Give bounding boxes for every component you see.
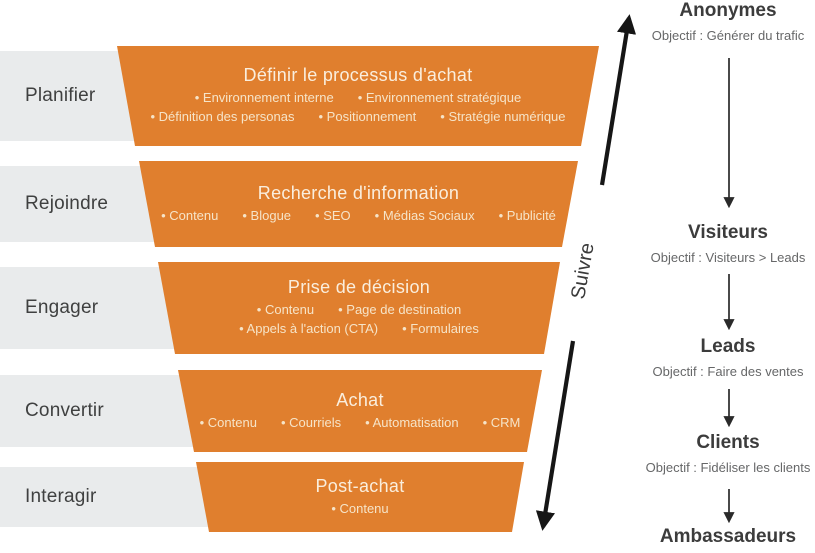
- bullet-item: • Contenu: [331, 500, 389, 516]
- bullet-item: • Environnement interne: [194, 90, 334, 106]
- bullet-item: • Médias Sociaux: [374, 207, 475, 223]
- funnel-step-bullets: • Contenu • Page de destination • Appels à…: [227, 301, 491, 339]
- suivre-label: Suivre: [566, 241, 599, 301]
- journey-stage-visiteurs: Visiteurs Objectif : Visiteurs > Leads: [637, 222, 815, 265]
- stage-label: Planifier: [25, 85, 96, 106]
- bullet-item: • Courriels: [280, 414, 342, 430]
- funnel-step-title: Achat: [336, 389, 384, 410]
- stage-label: Engager: [25, 297, 99, 318]
- funnel-step-bullets: • Contenu: [319, 500, 400, 519]
- stage-label: Interagir: [25, 486, 97, 507]
- bullet-line: • Définition des personas • Positionnemen…: [138, 108, 577, 127]
- journey-stage-name: Anonymes: [679, 0, 777, 21]
- funnel-step-bullets: • Environnement interne • Environnement s…: [138, 89, 577, 127]
- journey-stage-clients: Clients Objectif : Fidéliser les clients: [637, 432, 815, 475]
- bullet-item: • Page de destination: [338, 302, 462, 318]
- funnel-step-title: Post-achat: [315, 475, 405, 496]
- bullet-item: • Appels à l'action (CTA): [239, 321, 379, 336]
- funnel-step-achat: Achat • Contenu • Courriels • Automatisati…: [178, 370, 542, 452]
- bullet-line: • Contenu • Page de destination: [227, 301, 491, 320]
- bullet-item: • CRM: [482, 414, 521, 430]
- journey-stage-name: Visiteurs: [688, 222, 768, 243]
- funnel-step-title: Définir le processus d'achat: [243, 65, 473, 86]
- bullet-line: • Contenu • Blogue • SEO • Médias Sociaux • …: [149, 207, 568, 226]
- bullet-item: • Contenu: [161, 207, 219, 223]
- funnel-step-bullets: • Contenu • Courriels • Automatisation • CR…: [188, 414, 533, 433]
- funnel-step-content: Post-achat • Contenu: [202, 462, 518, 532]
- journey-stage-objective: Objectif : Faire des ventes: [652, 364, 804, 379]
- funnel-step-content: Achat • Contenu • Courriels • Automatisati…: [186, 370, 534, 452]
- journey-stage-name: Leads: [700, 336, 756, 357]
- journey-stage-name: Ambassadeurs: [659, 526, 797, 547]
- bullet-item: • Environnement stratégique: [357, 90, 522, 106]
- journey-stage-anonymes: Anonymes Objectif : Générer du trafic: [637, 0, 815, 43]
- bullet-item: • Formulaires: [402, 321, 479, 336]
- journey-stage-objective: Objectif : Visiteurs > Leads: [650, 250, 806, 265]
- journey-stage-name: Clients: [696, 432, 760, 453]
- suivre-arrow-down-icon: [535, 340, 576, 531]
- stage-label: Convertir: [25, 400, 104, 421]
- bullet-item: • Automatisation: [365, 414, 459, 430]
- funnel-step-prise-decision: Prise de décision • Contenu • Page de des…: [158, 262, 560, 354]
- funnel-step-title: Recherche d'information: [257, 182, 460, 203]
- bullet-line: • Appels à l'action (CTA) • Formulaires: [227, 320, 491, 339]
- bullet-line: • Contenu • Courriels • Automatisation • CR…: [188, 414, 533, 433]
- journey-stage-ambassadeurs: Ambassadeurs: [637, 526, 815, 548]
- journey-stage-objective: Objectif : Fidéliser les clients: [645, 460, 811, 475]
- bullet-item: • Contenu: [199, 414, 257, 430]
- funnel-step-content: Prise de décision • Contenu • Page de des…: [166, 262, 552, 354]
- suivre-arrow-up-icon: [599, 14, 637, 186]
- funnel-step-recherche-information: Recherche d'information • Contenu • Blogu…: [139, 161, 578, 247]
- bullet-item: • Publicité: [498, 207, 556, 223]
- bullet-line: • Contenu: [319, 500, 400, 519]
- funnel-step-content: Définir le processus d'achat • Environne…: [126, 46, 590, 146]
- funnel-step-content: Recherche d'information • Contenu • Blogu…: [147, 161, 570, 247]
- bullet-item: • Blogue: [242, 207, 292, 223]
- bullet-item: • Définition des personas: [150, 109, 295, 124]
- bullet-item: • Positionnement: [318, 109, 417, 124]
- bullet-item: • Contenu: [256, 302, 315, 318]
- journey-stage-leads: Leads Objectif : Faire des ventes: [637, 336, 815, 379]
- bullet-line: • Environnement interne • Environnement s…: [138, 89, 577, 108]
- journey-stage-objective: Objectif : Générer du trafic: [651, 28, 805, 43]
- stage-label: Rejoindre: [25, 193, 109, 214]
- funnel-step-title: Prise de décision: [287, 277, 431, 298]
- funnel-step-definir-processus: Définir le processus d'achat • Environne…: [117, 46, 599, 146]
- bullet-item: • SEO: [315, 207, 351, 223]
- funnel-step-post-achat: Post-achat • Contenu: [196, 462, 524, 532]
- bullet-item: • Stratégie numérique: [440, 109, 566, 124]
- funnel-step-bullets: • Contenu • Blogue • SEO • Médias Sociaux • …: [149, 207, 568, 226]
